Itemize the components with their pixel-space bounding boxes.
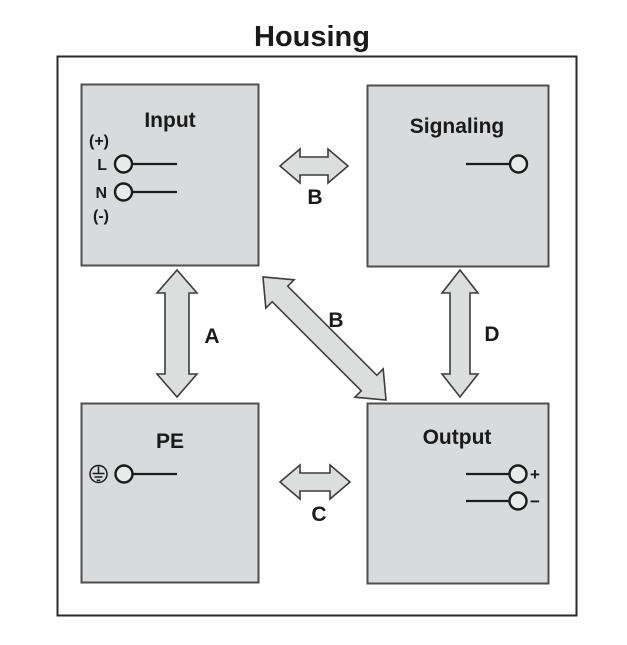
signaling-box xyxy=(366,84,550,268)
arrow-signaling-output-icon xyxy=(440,268,480,399)
input-minus-polarity-label: (-) xyxy=(93,208,109,225)
arrow-label-input-output: B xyxy=(328,309,343,332)
input-box-label: Input xyxy=(144,109,195,132)
input-plus-polarity-label: (+) xyxy=(89,133,109,150)
earth-ground-icon xyxy=(89,464,108,484)
input-line-label: L xyxy=(97,157,107,174)
signaling-block: Signaling xyxy=(366,84,550,268)
input-neutral-terminal-icon xyxy=(113,182,134,202)
output-minus-terminal-icon xyxy=(508,491,528,511)
arrow-label-input-signaling: B xyxy=(307,186,322,209)
output-plus-label: + xyxy=(530,465,540,484)
pe-box-label: PE xyxy=(156,430,184,453)
arrow-input-pe-icon xyxy=(155,268,199,399)
input-block: Input (+) L N (-) xyxy=(80,83,260,267)
output-plus-terminal-icon xyxy=(508,464,528,484)
arrow-label-input-pe: A xyxy=(204,325,219,348)
pe-terminal-icon xyxy=(114,464,134,484)
input-box xyxy=(80,83,260,267)
diagram-title: Housing xyxy=(254,21,370,53)
arrow-input-output-icon xyxy=(262,276,387,401)
arrow-label-pe-output: C xyxy=(311,503,326,526)
input-neutral-label: N xyxy=(95,185,107,202)
arrow-pe-output-icon xyxy=(278,463,352,501)
output-minus-label: − xyxy=(530,492,540,511)
pe-block: PE xyxy=(80,402,260,584)
output-box-label: Output xyxy=(423,426,492,449)
output-block: Output + − xyxy=(366,402,550,585)
arrow-input-signaling-icon xyxy=(278,147,350,185)
arrow-label-signaling-output: D xyxy=(484,323,499,346)
signaling-box-label: Signaling xyxy=(410,115,505,138)
signaling-terminal-icon xyxy=(508,154,529,174)
input-line-terminal-icon xyxy=(113,154,134,174)
pe-box xyxy=(80,402,260,584)
